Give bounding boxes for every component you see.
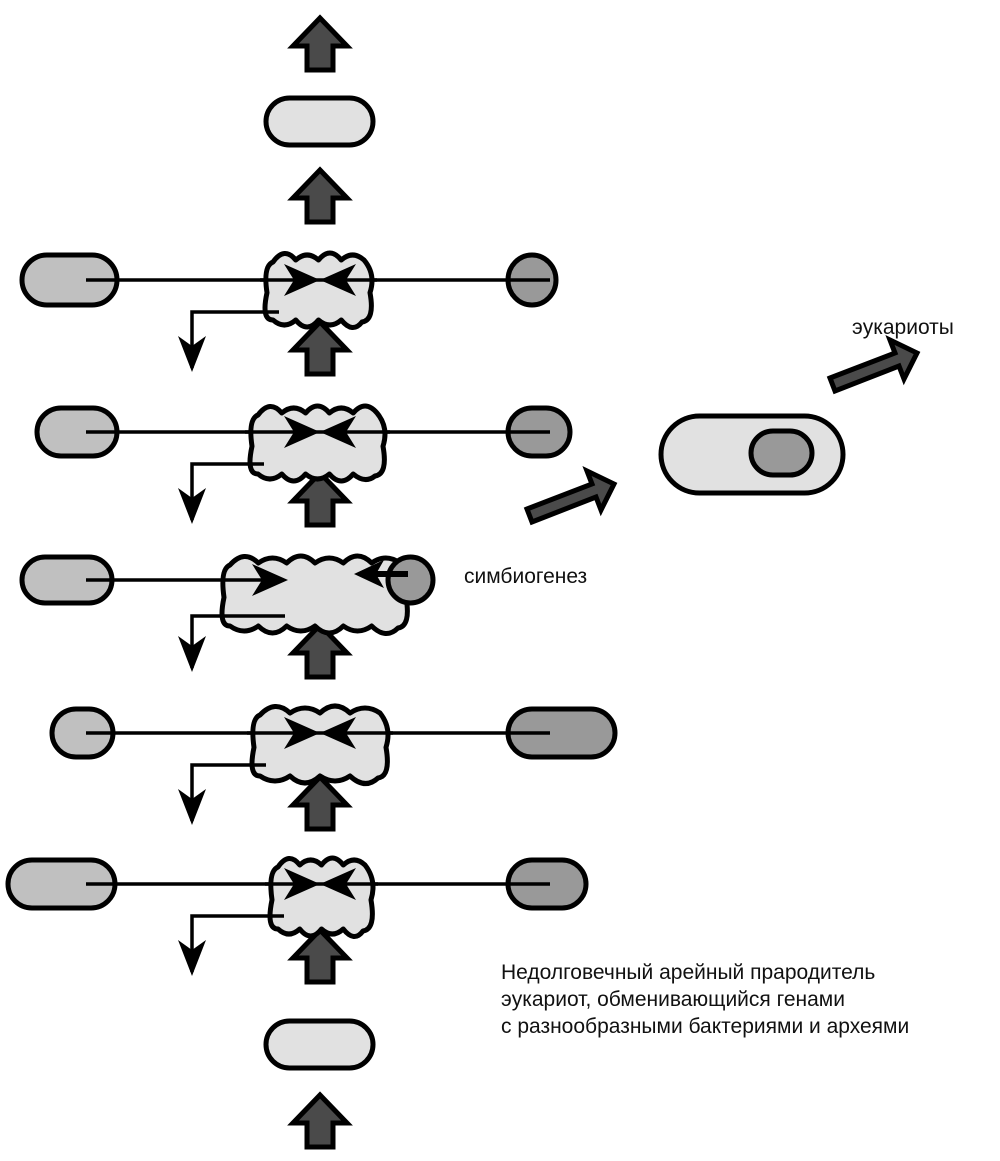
ancestor-cell-blob — [247, 403, 388, 484]
ancestor-cell-blob — [249, 703, 391, 786]
exchange-row-1 — [19, 250, 559, 372]
ancestor-cell-bottom — [263, 1018, 376, 1071]
lineage-up-arrow — [287, 469, 353, 528]
ancestor-cell-blob — [262, 250, 375, 330]
gene-out-arrowhead — [178, 488, 206, 524]
lineage-up-arrow — [287, 926, 353, 985]
ancestor-cell-blob — [219, 553, 411, 636]
exchange-row-2 — [34, 403, 573, 524]
ancestor-cell-top — [263, 95, 376, 148]
lineage-up-arrow — [287, 773, 353, 832]
endosymbiont-cell — [385, 554, 436, 606]
gene-out-arrowhead — [178, 940, 206, 976]
gene-in-arrowhead-right — [320, 868, 356, 900]
gene-in-arrowhead-left — [284, 717, 320, 749]
eukaryote-nucleus — [748, 428, 815, 478]
gene-out-arrowhead — [178, 789, 206, 825]
lineage-up-arrow — [287, 166, 353, 225]
gene-out-line — [190, 310, 279, 368]
lineage-up-arrow — [287, 14, 353, 73]
label-eukaryotes: эукариоты — [852, 316, 954, 339]
lineage-up-arrow — [287, 318, 353, 377]
gene-in-arrowhead-left — [284, 416, 320, 448]
gene-in-arrowhead-left — [252, 564, 288, 596]
lineage-up-arrow — [287, 1091, 353, 1150]
exchange-row-5 — [5, 855, 589, 976]
caption: Недолговечный арейный прародитель эукари… — [501, 961, 909, 1038]
gene-in-arrowhead-right — [320, 717, 356, 749]
gene-in-arrowhead-right — [320, 416, 356, 448]
gene-out-arrowhead — [178, 336, 206, 372]
gene-in-arrowhead-left — [284, 264, 320, 296]
caption-line-3: с разнообразными бактериями и археями — [501, 1015, 909, 1038]
gene-in-arrowhead-right — [320, 264, 356, 296]
caption-line-1: Недолговечный арейный прародитель — [501, 961, 875, 984]
gene-out-arrowhead — [178, 636, 206, 672]
label-symbiogenesis: симбиогенез — [464, 565, 587, 588]
symbiont-engulf-arrowhead — [354, 560, 384, 588]
lineage-up-arrow — [287, 621, 353, 680]
exchange-row-3 — [19, 553, 436, 672]
branch-arrow-eukaryotes — [826, 335, 921, 395]
eukaryote-branch — [523, 335, 921, 526]
gene-in-arrowhead-left — [284, 868, 320, 900]
caption-line-2: эукариот, обменивающийся генами — [501, 988, 845, 1011]
branch-arrow-to-eukaryote — [523, 466, 618, 526]
exchange-row-4 — [49, 703, 618, 825]
